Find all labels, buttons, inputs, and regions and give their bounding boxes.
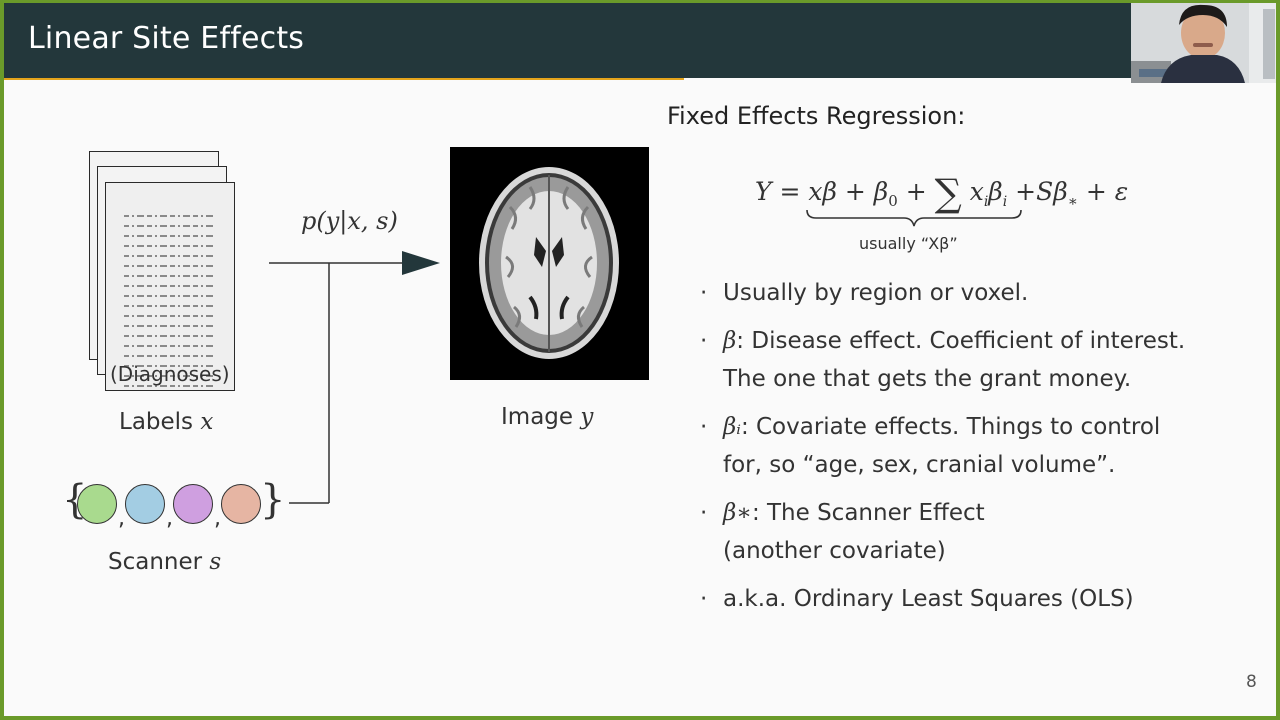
comma: , xyxy=(214,506,221,531)
document-page xyxy=(105,182,235,391)
connector-arrows xyxy=(269,251,440,504)
document-text-lines xyxy=(124,215,216,387)
title-underline xyxy=(4,78,684,80)
comma: , xyxy=(118,506,125,531)
webcam-video xyxy=(1131,3,1276,83)
image-y-label: Image y xyxy=(501,404,594,430)
underbrace-label: usually “Xβ” xyxy=(859,234,958,253)
labels-x-label: Labels x xyxy=(119,409,214,435)
presenter-image xyxy=(1131,3,1276,83)
brain-mri-drawing xyxy=(479,167,619,359)
page-number: 8 xyxy=(1246,672,1257,692)
scanner-s-label: Scanner s xyxy=(108,549,222,575)
brace-right: } xyxy=(260,477,286,523)
diagnoses-label: (Diagnoses) xyxy=(110,362,230,386)
scanner-circle-salmon xyxy=(221,484,261,524)
slide-title: Linear Site Effects xyxy=(28,21,305,56)
scanner-circle-blue xyxy=(125,484,165,524)
title-bar: Linear Site Effects xyxy=(4,3,1276,78)
regression-equation: Y = xβ + β0 + ∑ xiβi +Sβ∗ + ε xyxy=(755,171,1129,215)
arrow-label-conditional: p(y|x, s) xyxy=(301,207,398,235)
section-heading: Fixed Effects Regression: xyxy=(667,102,966,130)
underbrace xyxy=(806,209,1022,227)
brain-mri-image xyxy=(450,147,649,380)
comma: , xyxy=(166,506,173,531)
slide: Linear Site Effects xyxy=(4,3,1276,716)
scanner-circle-purple xyxy=(173,484,213,524)
scanner-circle-green xyxy=(77,484,117,524)
